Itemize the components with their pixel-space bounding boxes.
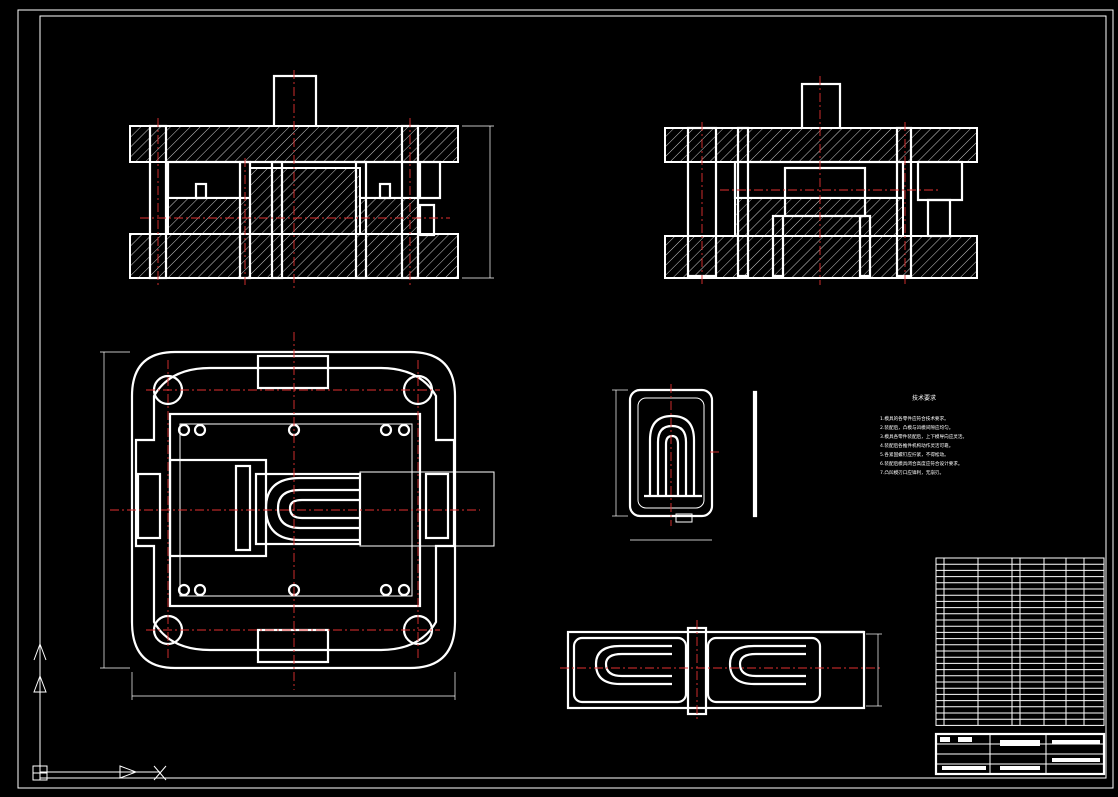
- tech-requirement-line-6: 6.装配后模具闭合高度应符合设计要求。: [880, 460, 962, 467]
- tech-requirements-block: 技术要求 1.模具的各零件应符合技术要求。 2.装配后，凸模与凹模间隙应均匀。 …: [880, 394, 967, 476]
- front-section-view[interactable]: [129, 70, 494, 290]
- ucs-icon[interactable]: [32, 642, 167, 781]
- side-section-view[interactable]: [664, 76, 978, 285]
- sheet-outer-border: [17, 9, 1114, 789]
- part-drawing[interactable]: [612, 384, 758, 541]
- tech-requirement-line-7: 7.凸凹模刃口应锋利，无崩刃。: [880, 469, 944, 476]
- tech-requirement-line-5: 5.各紧固螺钉应拧紧，不得松动。: [880, 451, 949, 458]
- sheet-inner-border: [39, 15, 1107, 779]
- top-view-lower-die[interactable]: [100, 332, 495, 700]
- bom-table[interactable]: [935, 557, 1105, 726]
- tech-requirement-line-3: 3.模具各零件装配后，上下模导向应灵活。: [880, 433, 967, 440]
- tech-requirement-line-2: 2.装配后，凸模与凹模间隙应均匀。: [880, 424, 953, 431]
- strip-layout[interactable]: [560, 620, 882, 720]
- tech-requirements-heading: 技术要求: [912, 394, 936, 402]
- tech-requirement-line-1: 1.模具的各零件应符合技术要求。: [880, 415, 949, 422]
- title-block[interactable]: [934, 732, 1106, 776]
- tech-requirement-line-4: 4.装配后各推件机构动作灵活可靠。: [880, 442, 953, 449]
